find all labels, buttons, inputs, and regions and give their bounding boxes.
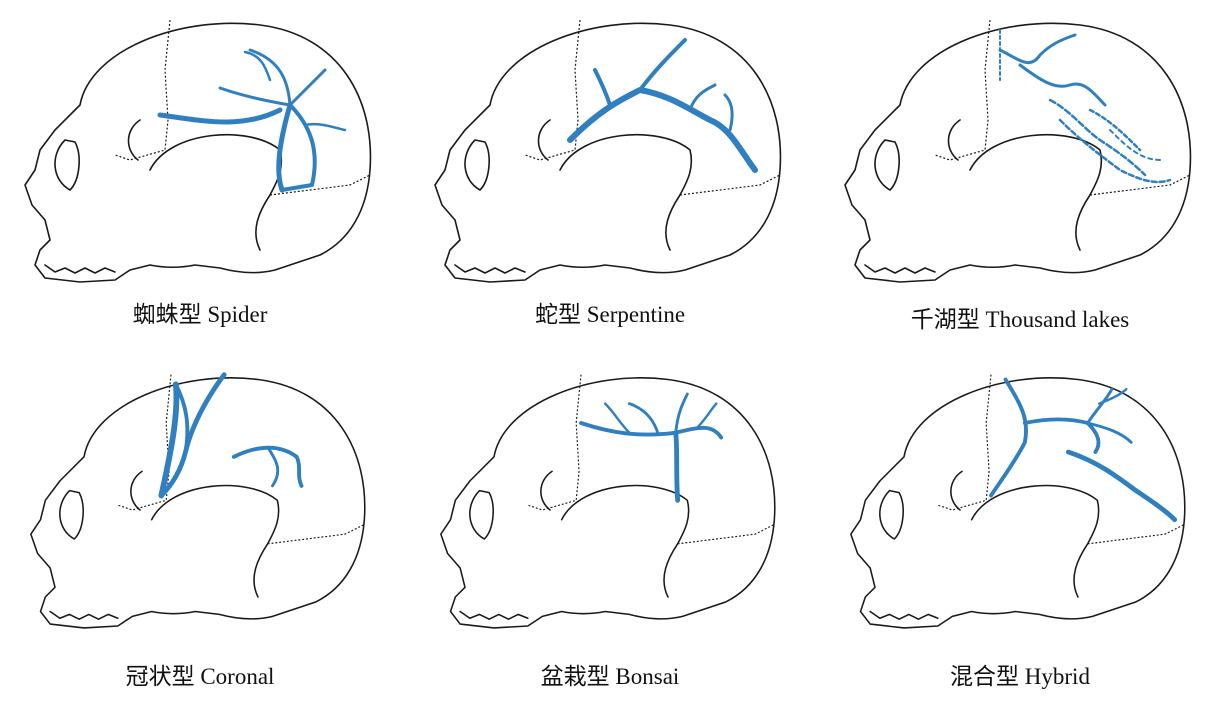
- panel-hybrid: 混合型 Hybrid: [840, 365, 1200, 705]
- skull-diagram-spider: [24, 19, 372, 283]
- skull-diagram-hybrid: [850, 374, 1186, 629]
- panel-label: 盆栽型 Bonsai: [540, 664, 680, 689]
- skull-diagram-bonsai: [440, 374, 776, 629]
- panel-spider: 蜘蛛型 Spider: [20, 10, 380, 350]
- skull-diagram-coronal: [30, 372, 366, 629]
- skull-diagram-thousand-lakes: [844, 19, 1192, 283]
- vessel-pattern-serpentine: [567, 38, 758, 173]
- vessel-pattern-spider: [157, 48, 347, 193]
- panel-label: 蛇型 Serpentine: [534, 302, 686, 327]
- vessel-pattern-coronal: [158, 372, 304, 499]
- vessel-pattern-bonsai: [579, 392, 724, 503]
- panel-coronal: 冠状型 Coronal: [20, 365, 380, 705]
- vessel-pattern-thousand-lakes: [998, 29, 1172, 184]
- panel-label: 千湖型 Thousand lakes: [910, 307, 1130, 332]
- panel-thousand-lakes: 千湖型 Thousand lakes: [840, 10, 1200, 350]
- panel-label: 蜘蛛型 Spider: [132, 302, 268, 327]
- panel-bonsai: 盆栽型 Bonsai: [430, 365, 790, 705]
- panel-serpentine: 蛇型 Serpentine: [430, 10, 790, 350]
- panel-label: 冠状型 Coronal: [125, 664, 275, 689]
- panel-label: 混合型 Hybrid: [950, 664, 1090, 689]
- vessel-pattern-hybrid: [989, 377, 1178, 523]
- skull-diagram-serpentine: [434, 19, 782, 283]
